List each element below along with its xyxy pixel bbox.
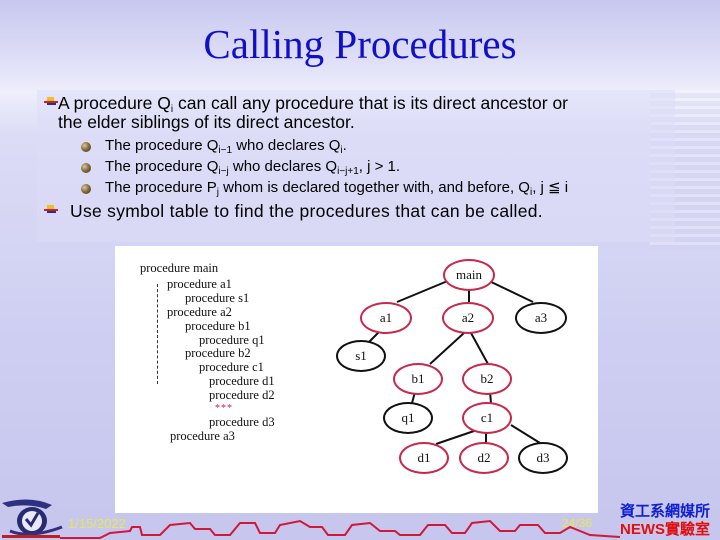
footer-date: 1/15/2022 xyxy=(68,516,126,531)
brand-line-1: 資工系網媒所 xyxy=(620,503,711,520)
code-line: procedure q1 xyxy=(199,333,265,347)
tree-node-d1: d1 xyxy=(399,442,449,474)
bullet-ball-icon xyxy=(81,142,91,152)
code-line: procedure a2 xyxy=(167,305,232,319)
code-line: procedure s1 xyxy=(185,291,250,305)
bullet-arrow-icon xyxy=(44,97,58,105)
slide-title: Calling Procedures xyxy=(203,21,517,67)
bullet-1-line-2: the elder siblings of its direct ancesto… xyxy=(58,112,355,132)
code-line: procedure c1 xyxy=(199,360,264,374)
department-logo xyxy=(2,499,63,538)
tree-node-d2: d2 xyxy=(459,442,509,474)
code-line: procedure d3 xyxy=(209,415,275,429)
tree-node-b2: b2 xyxy=(462,363,512,395)
bullet-1-line-1: A procedure Qi can call any procedure th… xyxy=(58,93,569,115)
tree-node-b1: b1 xyxy=(393,363,443,395)
code-line: procedure a1 xyxy=(167,277,232,291)
skyline-decoration xyxy=(60,519,620,539)
tree-node-d3: d3 xyxy=(518,442,568,474)
brand-line-2: NEWS實驗室 xyxy=(620,521,711,538)
bullet-arrow-icon xyxy=(44,205,58,213)
tree-node-s1: s1 xyxy=(336,340,386,372)
bullet-2: Use symbol table to find the procedures … xyxy=(70,201,543,221)
tree-node-a3: a3 xyxy=(515,302,567,334)
bullet-ball-icon xyxy=(81,163,91,173)
sub-bullet-1: The procedure Qi−1 who declares Qi. xyxy=(105,137,347,156)
tree-node-a2: a2 xyxy=(442,302,494,334)
tree-node-q1: q1 xyxy=(383,402,433,434)
code-line: procedure a3 xyxy=(170,429,235,443)
footer-page-number: 24/36 xyxy=(562,516,593,530)
code-line: procedure main xyxy=(140,261,219,275)
nesting-guide-line xyxy=(157,284,158,384)
bullet-ball-icon xyxy=(81,184,91,194)
code-line: procedure d1 xyxy=(209,374,275,388)
tree-node-a1: a1 xyxy=(360,302,412,334)
code-line: procedure d2 xyxy=(209,388,275,402)
tree-node-c1: c1 xyxy=(462,402,512,434)
code-line: procedure b1 xyxy=(185,319,251,333)
code-line: procedure b2 xyxy=(185,346,251,360)
sub-bullet-2: The procedure Qi−j who declares Qi−j+1, … xyxy=(105,158,401,177)
ellipsis-marker: *** xyxy=(215,403,233,414)
tree-edges xyxy=(368,279,541,445)
tree-node-main: main xyxy=(443,259,495,291)
procedure-figure: procedure main procedure a1 procedure s1… xyxy=(115,246,598,513)
sub-bullet-3: The procedure Pj whom is declared togeth… xyxy=(105,179,569,198)
content-textbox xyxy=(37,90,675,242)
